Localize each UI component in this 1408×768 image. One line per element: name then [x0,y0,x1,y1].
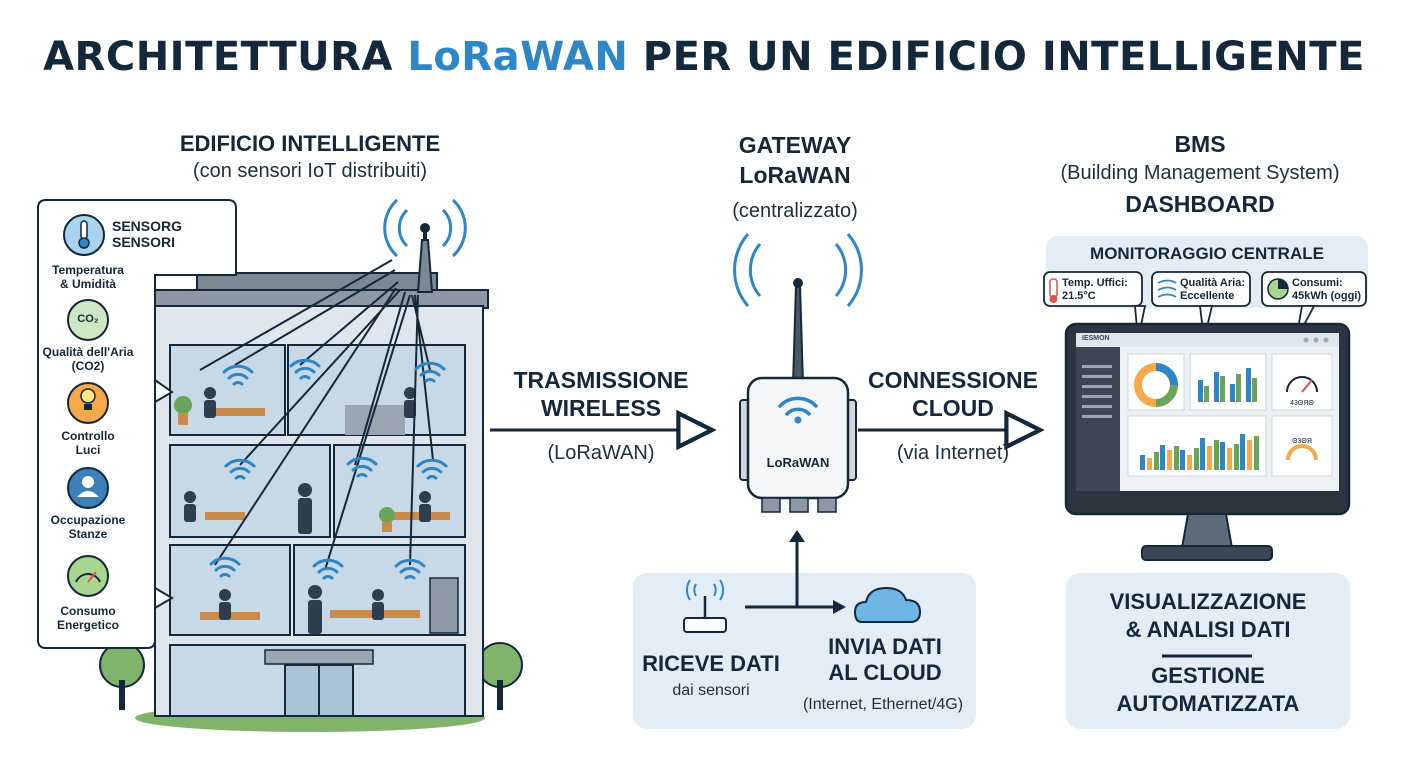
cloud-sub: (via Internet) [896,442,1010,464]
gauge-icon [67,555,109,597]
receive-data-sub: dai sensori [672,682,750,699]
gateway-device [733,233,863,513]
bms-monitor [1064,322,1351,561]
bms-box [1066,573,1350,729]
building-antenna [383,198,467,293]
card-air: Qualità Aria:Eccellente [1180,277,1245,302]
card-energy: Consumi:45kWh (oggi) [1292,277,1362,302]
wind-icon [1157,279,1177,298]
title-accent: LoRaWAN [407,34,629,80]
sensor-label-temperature: Temperatura& Umidità [52,263,124,291]
cloud-icon [853,586,922,623]
building [147,272,489,717]
room-wifi-icons [209,358,448,580]
wireless-sub: (LoRaWAN) [547,442,655,464]
building-subheading: (con sensori IoT distribuiti) [192,160,428,182]
building-heading: EDIFICIO INTELLIGENTE [179,131,441,156]
gateway-device-brand: LoRaWAN [766,455,830,470]
bms-dashboard-label: DASHBOARD [1125,191,1275,217]
receive-data-label: RICEVE DATI [642,651,780,676]
sensors-panel [37,199,237,649]
sensor-label-air-quality: Qualità dell'Aria(CO2) [42,345,134,373]
router-icon [683,579,727,633]
bms-analysis-label: VISUALIZZAZIONE& ANALISI DATI [1109,589,1307,642]
thermometer-icon [1049,278,1058,298]
bms-heading: BMS [1174,131,1226,157]
send-data-sub: (Internet, Ethernet/4G) [802,696,964,713]
card-temp: Temp. Uffici:21.5°C [1062,277,1128,302]
gauge-2-value: Θ3ΘЯ [1292,438,1312,445]
co2-icon-text: CO₂ [77,313,99,325]
sensor-links [199,259,434,571]
monitor-title: MONITORAGGIO CENTRALE [1090,244,1324,263]
gauge-1-value: 43ΘЯΘ [1290,400,1314,407]
co2-cloud-icon [67,299,109,341]
page-title: ARCHITETTURA LoRaWAN PER UN EDIFICIO INT… [43,34,1365,80]
bms-subheading: (Building Management System) [1060,162,1340,184]
gateway-sub: (centralizzato) [732,200,858,222]
screen-brand: IESMON [1082,335,1110,342]
